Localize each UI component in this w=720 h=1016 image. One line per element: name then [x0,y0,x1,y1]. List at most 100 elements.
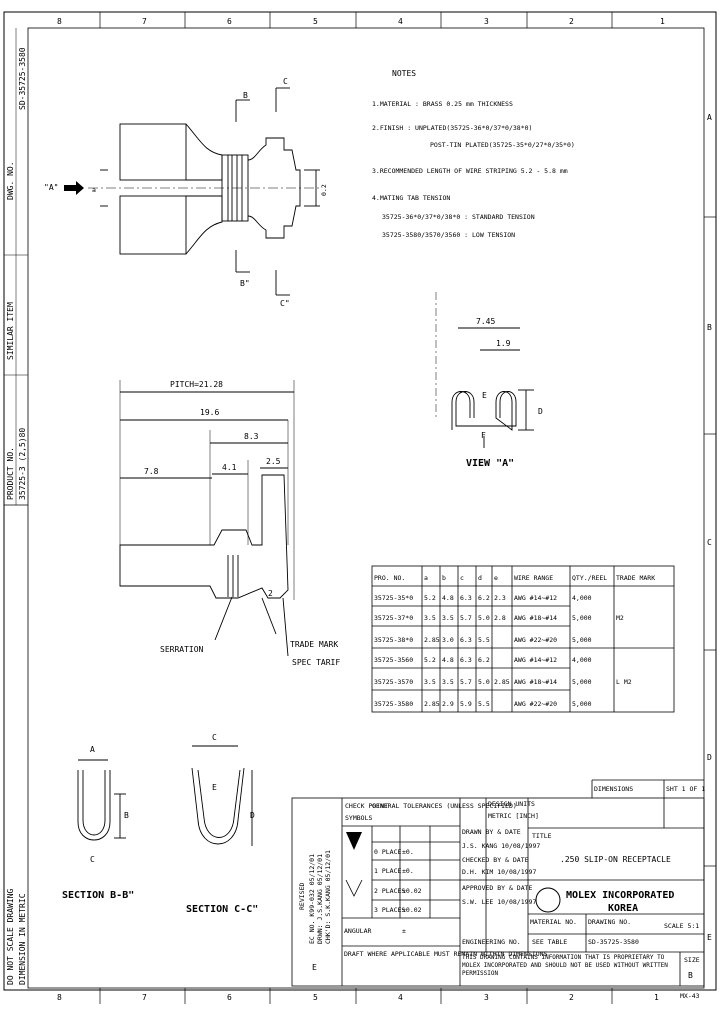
sidebar-similar-item: SIMILAR ITEM [6,302,15,360]
table-cell: 5.0 [478,614,490,622]
note-3: 3.RECOMMENDED LENGTH OF WIRE STRIPING 5.… [372,167,568,175]
tb-checked-by: CHECKED BY & DATE [462,856,529,864]
tb-tol-3v: ±0.02 [402,906,422,914]
tb-proprietary: THIS DRAWING CONTAINS INFORMATION THAT I… [462,954,668,977]
table-header: a [424,574,428,582]
table-cell: 5.9 [460,700,472,708]
tb-tol-angv: ± [402,927,406,935]
table-cell: 6.3 [460,636,472,644]
section-c [191,745,253,846]
table-cell: 2.3 [494,594,506,602]
zone-top-2: 2 [569,17,574,26]
table-header: e [494,574,498,582]
tb-pg: MX-43 [680,992,700,1000]
zone-top-3: 3 [484,17,489,26]
note-2b: POST-TIN PLATED(35725-35*0/27*0/35*0) [430,141,575,149]
tb-tol-3: 3 PLACES [374,906,405,914]
table-cell: 35725-3560 [374,656,413,664]
checkpoint-icon [345,879,363,897]
tb-approved-by: APPROVED BY & DATE [462,884,533,892]
table-cell: 5,000 [572,636,592,644]
table-cell: 6.2 [478,656,490,664]
table-cell: 35725-38*0 [374,636,413,644]
section-c-label: C [283,77,288,86]
tb-approved-name: S.W. LEE 10/08/1997 [462,898,536,906]
side-mark-2: 2 [268,589,273,598]
zone-markers [99,12,716,1004]
table-cell: 35725-37*0 [374,614,413,622]
table-cell: 5.5 [478,700,490,708]
view-a-arrow-label: "A" [44,183,58,192]
tb-rev-line-3: CHK'D: S.K.KANG 05/12/01 [324,850,332,944]
table-cell: 2.85 [424,636,440,644]
product-table [371,565,675,713]
table-header: TRADE MARK [616,574,655,582]
table-cell: AWG #22~#20 [514,700,557,708]
side-trade-mark: TRADE MARK [290,640,338,649]
table-cell: 5.7 [460,614,472,622]
table-cell: AWG #14~#12 [514,594,557,602]
side-serration: SERRATION [160,645,204,654]
table-cell: 4.8 [442,594,454,602]
note-4: 4.MATING TAB TENSION [372,194,450,202]
tb-metric: METRIC [INCH] [488,812,539,820]
table-cell: 3.0 [442,636,454,644]
table-cell: 3.5 [424,678,436,686]
zone-right-b: B [707,323,712,332]
tb-company: MOLEX INCORPORATED [566,890,674,901]
tb-tol-2v: ±0.02 [402,887,422,895]
zone-top-4: 4 [398,17,403,26]
sidebar-product-no: 35725-3 (2,5)80 [18,428,27,500]
section-c-end-label: C" [280,299,290,308]
tb-tol-ang: ANGULAR [344,927,371,935]
zone-bottom-6: 6 [227,993,232,1002]
section-b [77,759,126,841]
table-cell: 5.5 [478,636,490,644]
side-dim-25: 2.5 [266,457,281,466]
tb-size-val: B [688,971,693,980]
table-cell: 6.3 [460,594,472,602]
section-c-title: SECTION C-C" [186,904,258,915]
side-dim-78: 7.8 [144,467,159,476]
section-b-b: B [124,811,129,820]
view-a-dim-745: 7.45 [476,317,495,326]
molex-logo-icon [535,887,561,913]
sidebar-product-no-label: PRODUCT NO. [6,447,15,500]
note-2: 2.FINISH : UNPLATED(35725-36*0/37*0/38*0… [372,124,532,132]
surface-finish-icon [346,832,362,850]
table-cell: 35725-3580 [374,700,413,708]
section-b-c: C [90,855,95,864]
tb-rev-val: E [312,963,317,972]
table-cell: 2.85 [494,678,510,686]
zone-bottom-1: 1 [654,993,659,1002]
tb-drawn-name: J.S. KANG 10/08/1997 [462,842,540,850]
tb-tol-1v: ±0. [402,867,414,875]
table-cell: 5.2 [424,656,436,664]
table-cell: 3.5 [442,678,454,686]
table-header: QTY./REEL [572,574,607,582]
tb-revised: REVISED [298,883,306,910]
note-4b: 35725-3580/3570/3560 : LOW TENSION [382,231,515,239]
tb-tol-0: 0 PLACE [374,848,401,856]
tb-title-label: TITLE [532,832,552,840]
table-cell: 5,000 [572,700,592,708]
section-c-e: E [212,783,217,792]
table-cell: 5,000 [572,614,592,622]
tb-general-tol: GENERAL TOLERANCES (UNLESS SPECIFIED) [372,802,517,810]
view-a-arrow-icon [64,181,84,195]
zone-top-6: 6 [227,17,232,26]
zone-bottom-2: 2 [569,993,574,1002]
table-cell: 35725-35*0 [374,594,413,602]
tb-draft-note: DRAFT WHERE APPLICABLE MUST REMAIN WITHI… [344,950,548,958]
tb-rev-line-2: DRWN: J.S.KANG 05/12/01 [316,854,324,944]
side-dim-83: 8.3 [244,432,259,441]
section-b-a: A [90,745,95,754]
sidebar-do-not-scale: DO NOT SCALE DRAWING [6,888,15,985]
table-cell: AWG #14~#12 [514,656,557,664]
tb-symbols: SYMBOLS [345,814,372,822]
tb-tol-0v: ±0. [402,848,414,856]
sidebar-dwg-no-label: DWG. NO. [6,161,15,200]
